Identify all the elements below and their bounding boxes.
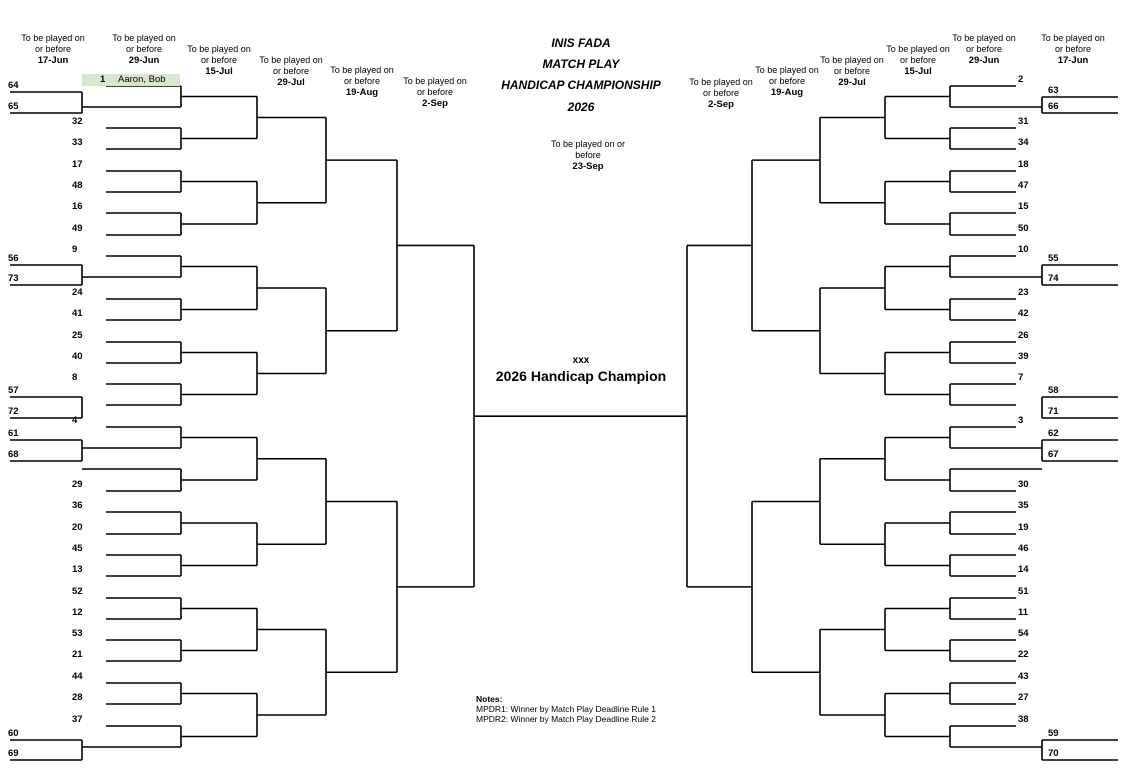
left-seed-24: 24 [72, 287, 83, 298]
title-line-2: MATCH PLAY [542, 57, 620, 71]
right-seed-19: 19 [1018, 522, 1029, 533]
right-seed-34: 34 [1018, 137, 1029, 148]
left-seed-32: 32 [72, 116, 83, 127]
right-seed-46: 46 [1018, 543, 1029, 554]
left-seed-29: 29 [72, 479, 83, 490]
left-seed-12: 12 [72, 607, 83, 618]
right-r1-seed-70: 70 [1048, 748, 1059, 759]
left-seed-17: 17 [72, 159, 83, 170]
right-seed-42: 42 [1018, 308, 1029, 319]
right-seed-11: 11 [1018, 607, 1029, 618]
champion-title: 2026 Handicap Champion [495, 368, 667, 384]
player-cell-seed-1[interactable]: 1 Aaron, Bob [82, 74, 180, 86]
right-seed-18: 18 [1018, 159, 1029, 170]
right-r1-seed-55: 55 [1048, 253, 1059, 264]
right-seed-7: 7 [1018, 372, 1024, 383]
left-seed-8: 8 [72, 372, 78, 383]
right-r1-seed-59: 59 [1048, 728, 1059, 739]
right-seed-51: 51 [1018, 586, 1029, 597]
left-seed-41: 41 [72, 308, 83, 319]
left-r1-seed-57: 57 [8, 385, 19, 396]
left-seed-45: 45 [72, 543, 83, 554]
right-seed-14: 14 [1018, 564, 1029, 575]
right-seed-35: 35 [1018, 500, 1029, 511]
left-seed-16: 16 [72, 201, 83, 212]
note-rule-2: MPDR2: Winner by Match Play Deadline Rul… [476, 714, 656, 724]
right-seed-15: 15 [1018, 201, 1029, 212]
right-seed-43: 43 [1018, 671, 1029, 682]
left-r1-seed-65: 65 [8, 101, 19, 112]
player-name: Aaron, Bob [118, 74, 166, 85]
left-r1-seed-61: 61 [8, 428, 19, 439]
left-seed-53: 53 [72, 628, 83, 639]
right-seed-39: 39 [1018, 351, 1029, 362]
left-seed-33: 33 [72, 137, 83, 148]
left-r1-seed-73: 73 [8, 273, 19, 284]
left-seed-9: 9 [72, 244, 78, 255]
left-r1-seed-56: 56 [8, 253, 19, 264]
left-seed-44: 44 [72, 671, 83, 682]
left-seed-21: 21 [72, 649, 83, 660]
left-r1-seed-68: 68 [8, 449, 19, 460]
left-seed-20: 20 [72, 522, 83, 533]
left-seed-37: 37 [72, 714, 83, 725]
left-seed-36: 36 [72, 500, 83, 511]
right-seed-10: 10 [1018, 244, 1029, 255]
title-line-4: 2026 [567, 100, 595, 114]
right-seed-30: 30 [1018, 479, 1029, 490]
left-seed-52: 52 [72, 586, 83, 597]
left-r1-seed-72: 72 [8, 406, 19, 417]
right-seed-54: 54 [1018, 628, 1029, 639]
right-seed-22: 22 [1018, 649, 1029, 660]
right-seed-26: 26 [1018, 330, 1029, 341]
right-r1-seed-58: 58 [1048, 385, 1059, 396]
right-seed-31: 31 [1018, 116, 1029, 127]
left-seed-40: 40 [72, 351, 83, 362]
title-line-1: INIS FADA [551, 36, 611, 50]
right-r1-seed-74: 74 [1048, 273, 1059, 284]
right-r1-seed-63: 63 [1048, 85, 1059, 96]
left-seed-48: 48 [72, 180, 83, 191]
title-line-3: HANDICAP CHAMPIONSHIP [501, 78, 661, 92]
right-seed-38: 38 [1018, 714, 1029, 725]
left-seed-13: 13 [72, 564, 83, 575]
seed-label: 1 [100, 74, 106, 85]
champion-placeholder: xxx [572, 355, 590, 366]
right-seed-47: 47 [1018, 180, 1029, 191]
right-seed-27: 27 [1018, 692, 1029, 703]
right-r1-seed-67: 67 [1048, 449, 1059, 460]
right-r1-seed-71: 71 [1048, 406, 1059, 417]
left-seed-4: 4 [72, 415, 78, 426]
right-r1-seed-62: 62 [1048, 428, 1059, 439]
left-seed-25: 25 [72, 330, 83, 341]
left-seed-28: 28 [72, 692, 83, 703]
notes-heading: Notes: [476, 694, 503, 704]
notes: Notes: MPDR1: Winner by Match Play Deadl… [476, 694, 656, 724]
right-seed-3: 3 [1018, 415, 1024, 426]
right-r1-seed-66: 66 [1048, 101, 1059, 112]
right-seed-2: 2 [1018, 74, 1024, 85]
left-r1-seed-60: 60 [8, 728, 19, 739]
left-seed-49: 49 [72, 223, 83, 234]
right-seed-50: 50 [1018, 223, 1029, 234]
note-rule-1: MPDR1: Winner by Match Play Deadline Rul… [476, 704, 656, 714]
left-r1-seed-69: 69 [8, 748, 19, 759]
left-r1-seed-64: 64 [8, 80, 19, 91]
right-seed-23: 23 [1018, 287, 1029, 298]
